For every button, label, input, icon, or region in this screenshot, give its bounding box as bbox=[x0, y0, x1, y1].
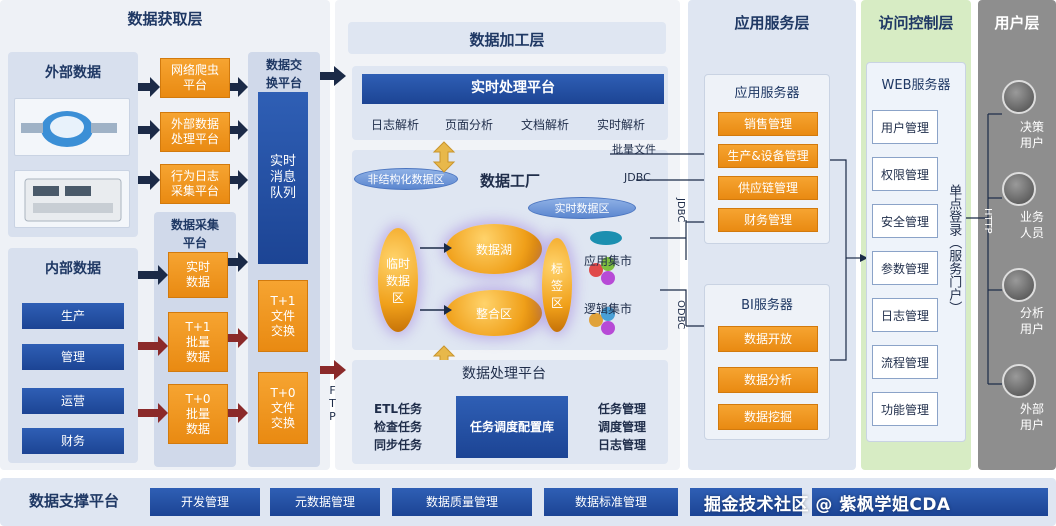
t1-file-exchange: T+1 文件 交换 bbox=[258, 280, 308, 352]
app-to-access-lines bbox=[830, 159, 868, 361]
support-extra-block bbox=[690, 488, 802, 516]
support-metadata-manage: 元数据管理 bbox=[270, 488, 380, 516]
user-business-label: 业务 人员 bbox=[1019, 210, 1044, 240]
connector-lines bbox=[610, 150, 716, 330]
access-security-manage: 安全管理 bbox=[872, 204, 938, 238]
bi-server-title: BI服务器 bbox=[741, 298, 793, 313]
ftp-label: FTP bbox=[326, 384, 339, 423]
acquisition-arrows bbox=[138, 66, 346, 423]
task-manage: 任务管理 bbox=[598, 402, 647, 416]
app-item-sales: 销售管理 bbox=[718, 112, 818, 136]
app-item-finance: 财务管理 bbox=[718, 208, 818, 232]
user-icon-analyst bbox=[1002, 268, 1036, 302]
bi-item-analysis: 数据分析 bbox=[718, 367, 818, 393]
app-item-production: 生产&设备管理 bbox=[718, 144, 818, 168]
app-service-layer-title: 应用服务层 bbox=[734, 14, 810, 32]
realtime-data-box: 实时 数据 bbox=[168, 252, 228, 298]
support-quality-manage: 数据质量管理 bbox=[392, 488, 532, 516]
sso-portal-label: 单点登录（服务门户） bbox=[946, 184, 962, 314]
http-label: HTTP bbox=[982, 208, 993, 234]
tag-zone: 标 签 区 bbox=[542, 238, 572, 332]
access-flow-manage: 流程管理 bbox=[872, 345, 938, 379]
electric-meter-image bbox=[14, 170, 130, 228]
external-data-title: 外部数据 bbox=[45, 65, 101, 81]
access-user-manage: 用户管理 bbox=[872, 110, 938, 144]
realtime-processing-platform: 实时处理平台 bbox=[362, 74, 664, 104]
access-log-manage: 日志管理 bbox=[872, 298, 938, 332]
external-processing-platform: 外部数据 处理平台 bbox=[160, 112, 230, 152]
user-layer-title: 用户层 bbox=[994, 14, 1040, 32]
log-manage-task: 日志管理 bbox=[598, 438, 647, 452]
jdbc-horizontal-label: JDBC bbox=[624, 171, 651, 184]
rt-item-realtime-parse: 实时解析 bbox=[596, 118, 645, 132]
user-external-label: 外部 用户 bbox=[1019, 402, 1044, 432]
access-param-manage: 参数管理 bbox=[872, 251, 938, 285]
odbc-vertical-label: ODBC bbox=[675, 300, 686, 330]
unstructured-zone: 非结构化数据区 bbox=[354, 168, 458, 190]
user-analyst-label: 分析 用户 bbox=[1019, 306, 1044, 336]
user-icon-external bbox=[1002, 364, 1036, 398]
web-server-title: WEB服务器 bbox=[881, 78, 951, 93]
processing-layer-title-box bbox=[348, 22, 666, 54]
support-standard-manage: 数据标准管理 bbox=[544, 488, 678, 516]
internal-data-title: 内部数据 bbox=[45, 261, 101, 277]
user-decision-label: 决策 用户 bbox=[1019, 120, 1044, 150]
internal-item-operation: 运营 bbox=[22, 388, 124, 414]
rt-item-doc-parse: 文档解析 bbox=[520, 118, 569, 132]
task-check: 检查任务 bbox=[374, 420, 423, 434]
realtime-message-queue: 实时 消息 队列 bbox=[258, 92, 308, 264]
realtime-data-zone: 实时数据区 bbox=[528, 197, 636, 219]
access-permission-manage: 权限管理 bbox=[872, 157, 938, 191]
bi-item-open: 数据开放 bbox=[718, 326, 818, 352]
mart-icons bbox=[589, 231, 622, 335]
data-factory-title: 数据工厂 bbox=[480, 172, 541, 190]
processing-layer-title: 数据加工层 bbox=[469, 31, 545, 49]
access-to-user-lines bbox=[966, 113, 1002, 385]
watermark-text: 掘金技术社区 @ 紫枫学姐CDA bbox=[704, 495, 951, 515]
acquisition-layer-title: 数据获取层 bbox=[127, 10, 203, 28]
processing-platform-title: 数据处理平台 bbox=[462, 366, 546, 382]
crawler-platform: 网络爬虫 平台 bbox=[160, 58, 230, 98]
support-platform-title: 数据支撑平台 bbox=[28, 492, 119, 510]
schedule-manage: 调度管理 bbox=[598, 420, 647, 434]
internal-item-production: 生产 bbox=[22, 303, 124, 329]
app-item-supply-chain: 供应链管理 bbox=[718, 176, 818, 200]
exchange-platform-title: 数据交 换平台 bbox=[265, 58, 302, 90]
rt-item-page-analysis: 页面分析 bbox=[444, 118, 493, 132]
behavior-log-platform: 行为日志 采集平台 bbox=[160, 164, 230, 204]
jdbc-vertical-label: JDBC bbox=[675, 198, 686, 223]
app-server-title: 应用服务器 bbox=[734, 86, 800, 101]
support-dev-manage: 开发管理 bbox=[150, 488, 260, 516]
user-icon-business bbox=[1002, 172, 1036, 206]
batch-file-label: 批量文件 bbox=[612, 143, 656, 156]
access-control-layer-title: 访问控制层 bbox=[878, 14, 954, 32]
t0-batch-data-box: T+0 批量 数据 bbox=[168, 384, 228, 444]
task-sync: 同步任务 bbox=[374, 438, 423, 452]
internal-item-finance: 财务 bbox=[22, 428, 124, 454]
water-meter-image bbox=[14, 98, 130, 156]
t1-batch-data-box: T+1 批量 数据 bbox=[168, 312, 228, 372]
collect-platform-title: 数据采集 平台 bbox=[170, 218, 219, 250]
access-function-manage: 功能管理 bbox=[872, 392, 938, 426]
temp-data-zone: 临时 数据 区 bbox=[378, 228, 418, 332]
support-extra-block-2 bbox=[812, 488, 1048, 516]
integration-zone: 整合区 bbox=[446, 290, 542, 336]
data-lake: 数据湖 bbox=[446, 224, 542, 274]
internal-item-management: 管理 bbox=[22, 344, 124, 370]
task-etl: ETL任务 bbox=[374, 402, 423, 416]
app-mart-label: 应用集市 bbox=[584, 254, 633, 268]
rt-item-log-parse: 日志解析 bbox=[370, 118, 419, 132]
user-icon-decision bbox=[1002, 80, 1036, 114]
bi-item-mining: 数据挖掘 bbox=[718, 404, 818, 430]
scheduler-config-db: 任务调度配置库 bbox=[456, 396, 568, 458]
logic-mart-label: 逻辑集市 bbox=[584, 302, 633, 316]
t0-file-exchange: T+0 文件 交换 bbox=[258, 372, 308, 444]
